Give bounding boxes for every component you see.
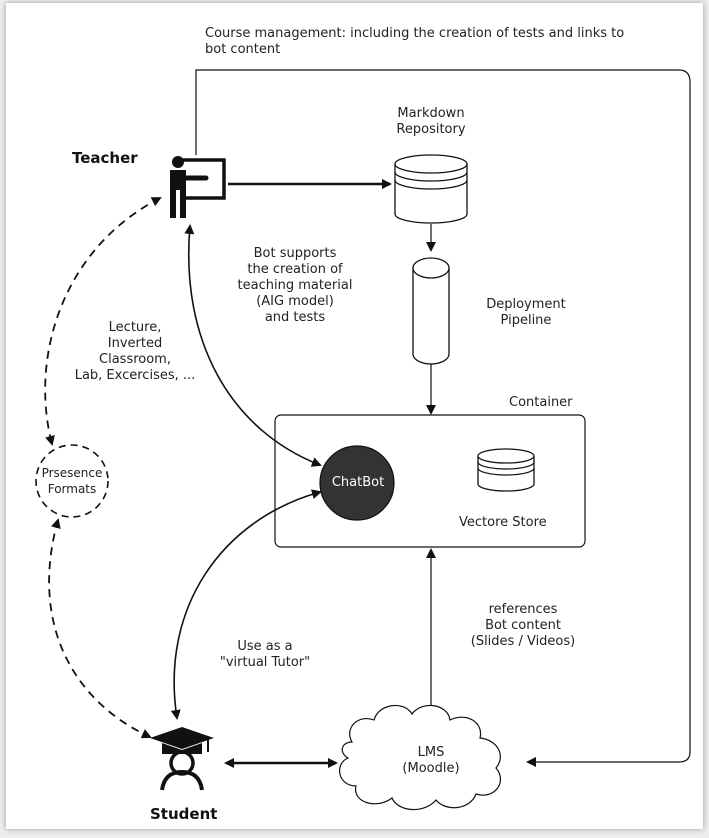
lms-label: LMS (Moodle) [402,745,460,776]
markdown-repository-cylinder [394,154,468,224]
vector-store-cylinder [477,448,535,492]
vector-store-label: Vectore Store [459,515,547,530]
teacher-presence-edge [44,197,162,446]
lecture-formats-label: Lecture, Inverted Classroom, Lab, Excerc… [74,320,196,383]
deployment-pipeline-label: Deployment Pipeline [486,297,566,328]
teacher-chatbot-edge [184,224,322,467]
lms-cloud-node [339,704,502,811]
container-label: Container [509,395,573,410]
presence-formats-label: Prsesence Formats [41,466,103,496]
teacher-icon [170,156,226,218]
student-icon [150,727,214,791]
markdown-repository-label: Markdown Repository [396,106,466,137]
student-chatbot-edge [170,489,322,720]
bot-supports-label: Bot supports the creation of teaching ma… [237,246,353,325]
virtual-tutor-label: Use as a "virtual Tutor" [219,639,311,670]
deployment-pipeline-cylinder [412,257,450,365]
chatbot-label: ChatBot [331,475,385,490]
course-management-label: Course management: including the creatio… [205,26,625,57]
presence-student-edge [48,518,152,739]
student-label: Student [150,805,218,823]
references-label: references Bot content (Slides / Videos) [470,602,576,649]
teacher-label: Teacher [72,149,138,167]
chatbot-node [319,445,395,521]
course-management-edge [195,69,691,767]
